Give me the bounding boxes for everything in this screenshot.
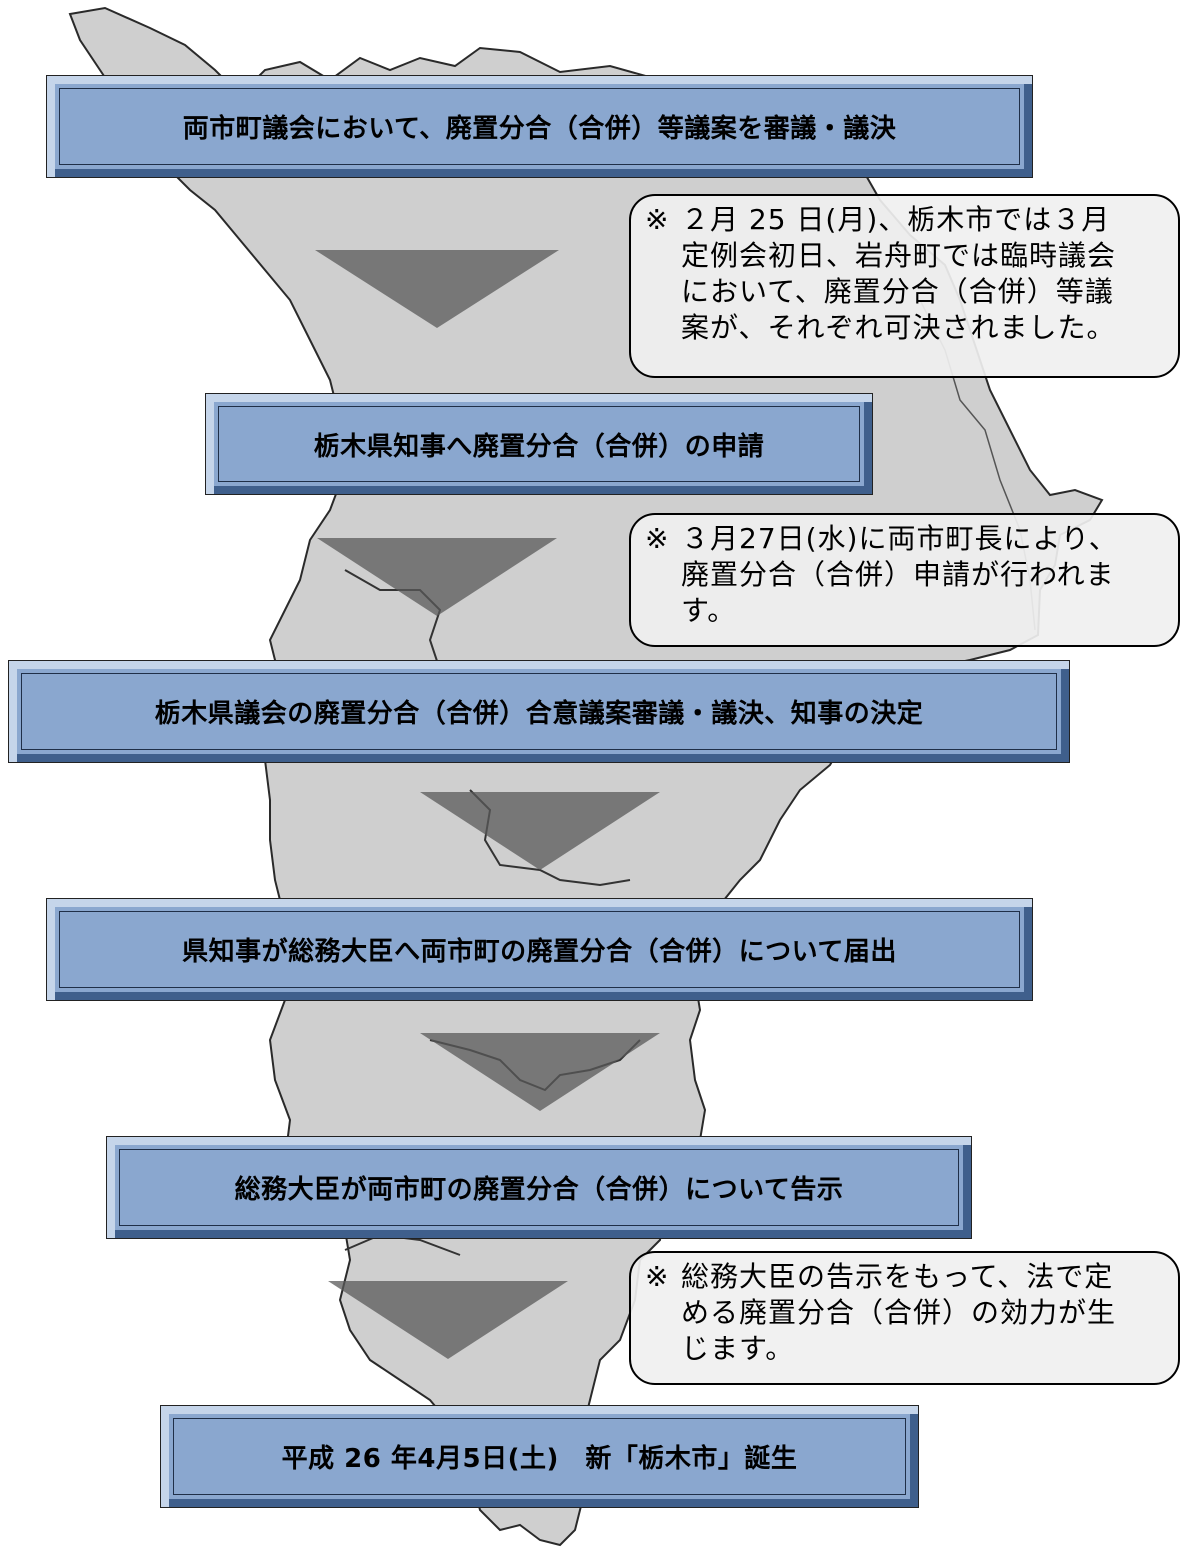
- down-arrow-icon: [420, 1033, 660, 1111]
- step-box-2: 栃木県知事へ廃置分合（合併）の申請: [205, 393, 873, 495]
- step-box-4: 県知事が総務大臣へ両市町の廃置分合（合併）について届出: [46, 898, 1033, 1001]
- step-label: 栃木県知事へ廃置分合（合併）の申請: [313, 431, 765, 462]
- note-text: 総務大臣の告示をもって、法で定 める廃置分合（合併）の効力が生 じます。: [681, 1260, 1117, 1365]
- down-arrow-icon: [328, 1281, 568, 1359]
- step-label: 栃木県議会の廃置分合（合併）合意議案審議・議決、知事の決定: [154, 699, 924, 729]
- step-box-5: 総務大臣が両市町の廃置分合（合併）について告示: [106, 1136, 972, 1239]
- step-label: 両市町議会において、廃置分合（合併）等議案を審議・議決: [182, 114, 897, 144]
- step-box-6: 平成 26 年4月5日(土) 新「栃木市」誕生: [160, 1405, 919, 1508]
- step-box-3: 栃木県議会の廃置分合（合併）合意議案審議・議決、知事の決定: [8, 660, 1070, 763]
- step-label: 県知事が総務大臣へ両市町の廃置分合（合併）について届出: [182, 937, 897, 967]
- note-mark-icon: ※: [645, 1260, 669, 1293]
- note-mark-icon: ※: [645, 522, 669, 555]
- note-callout-3: ※ 総務大臣の告示をもって、法で定 める廃置分合（合併）の効力が生 じます。: [629, 1251, 1180, 1385]
- note-callout-1: ※ ２月 25 日(月)、栃木市では３月 定例会初日、岩舟町では臨時議会 におい…: [629, 194, 1180, 378]
- down-arrow-icon: [315, 250, 559, 328]
- note-callout-2: ※ ３月27日(水)に両市町長により、 廃置分合（合併）申請が行われま す。: [629, 513, 1180, 647]
- step-box-1: 両市町議会において、廃置分合（合併）等議案を審議・議決: [46, 75, 1033, 178]
- down-arrow-icon: [317, 538, 557, 616]
- note-mark-icon: ※: [645, 203, 669, 236]
- note-text: ２月 25 日(月)、栃木市では３月 定例会初日、岩舟町では臨時議会 において、…: [681, 203, 1117, 344]
- step-label: 総務大臣が両市町の廃置分合（合併）について告示: [234, 1175, 844, 1205]
- down-arrow-icon: [420, 792, 660, 870]
- step-label: 平成 26 年4月5日(土) 新「栃木市」誕生: [281, 1444, 798, 1474]
- note-text: ３月27日(水)に両市町長により、 廃置分合（合併）申請が行われま す。: [681, 522, 1118, 627]
